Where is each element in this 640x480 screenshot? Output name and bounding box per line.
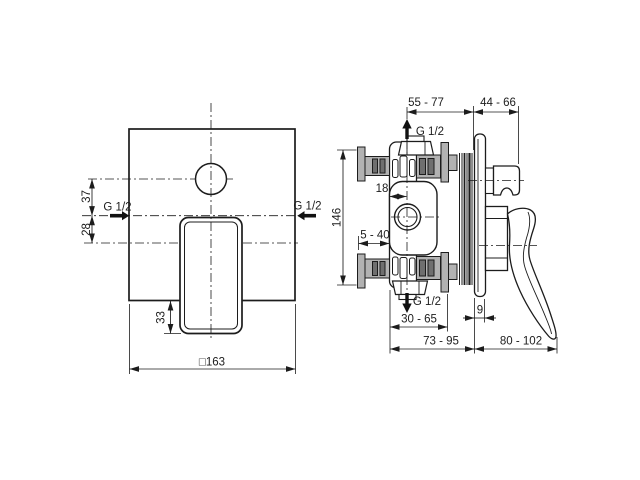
dim-18-label: 18 <box>376 183 389 195</box>
nut-bottom <box>391 280 429 296</box>
dim-44-66-label: 44 - 66 <box>480 97 516 109</box>
dimension-5-40: 5 - 40 <box>358 230 390 247</box>
pipe-hatch <box>379 261 386 276</box>
inlet-arrow-right-icon <box>297 211 316 221</box>
lever-blade-detail <box>522 211 552 335</box>
nut-top <box>397 140 435 156</box>
pipe-hatch <box>427 259 435 277</box>
flange-bottom-right <box>440 252 449 293</box>
inlet-left-label: G 1/2 <box>103 202 131 214</box>
stub-bottom-right <box>448 263 458 280</box>
pipe-hatch <box>379 158 386 174</box>
dimension-18: 18 <box>376 183 407 200</box>
dim-9-label: 9 <box>477 305 483 317</box>
dim-plate-size-label: □163 <box>199 357 225 369</box>
flange-top-left <box>357 146 366 182</box>
mount-tab <box>399 155 408 178</box>
mount-tab <box>409 159 416 177</box>
pipe-hatch <box>419 158 426 175</box>
dim-37-label: 37 <box>81 190 93 203</box>
dim-30-65-label: 30 - 65 <box>401 314 437 326</box>
dimension-9: 9 <box>463 305 496 321</box>
lever-blade <box>506 207 557 340</box>
dim-33-label: 33 <box>156 311 168 324</box>
outlet-arrow-down-icon <box>402 293 412 313</box>
dim-55-77-label: 55 - 77 <box>408 97 444 109</box>
dim-28-label: 28 <box>81 223 93 236</box>
mount-tab <box>392 159 399 178</box>
dimension-73-95: 73 - 95 <box>390 336 475 352</box>
inlet-arrow-left-icon <box>110 211 130 221</box>
dim-73-95-label: 73 - 95 <box>423 336 459 348</box>
flange-top-right <box>440 142 449 183</box>
outlet-bottom-label: G 1/2 <box>413 296 441 308</box>
front-view: G 1/2 G 1/2 37 28 33 □163 <box>81 103 322 374</box>
inlet-right-label: G 1/2 <box>293 201 321 213</box>
side-view: G 1/2 G 1/2 55 - 77 44 - 66 146 <box>332 97 558 354</box>
wall-section-hatching <box>459 153 473 285</box>
pipe-hatch <box>372 158 378 174</box>
dimension-80-102: 80 - 102 <box>474 336 557 352</box>
mount-tab <box>399 257 408 279</box>
outlet-arrow-up-icon <box>402 119 412 139</box>
mount-tab <box>392 256 399 276</box>
pipe-hatch <box>419 259 426 277</box>
escutcheon-plate <box>473 133 487 298</box>
dimension-44-66: 44 - 66 <box>473 97 519 115</box>
mount-tab <box>409 257 416 276</box>
dim-80-102-label: 80 - 102 <box>500 336 542 348</box>
dim-5-40-label: 5 - 40 <box>360 230 389 242</box>
flange-bottom-left <box>357 253 366 289</box>
outlet-top-label: G 1/2 <box>416 126 444 138</box>
dimension-55-77: 55 - 77 <box>407 97 474 115</box>
pipe-hatch <box>427 158 435 175</box>
dim-146-label: 146 <box>332 208 344 227</box>
pipe-hatch <box>372 261 378 276</box>
lever-base <box>484 205 509 272</box>
stub-top-right <box>448 154 458 171</box>
dimension-30-65: 30 - 65 <box>390 314 448 330</box>
dimension-146: 146 <box>332 150 346 285</box>
